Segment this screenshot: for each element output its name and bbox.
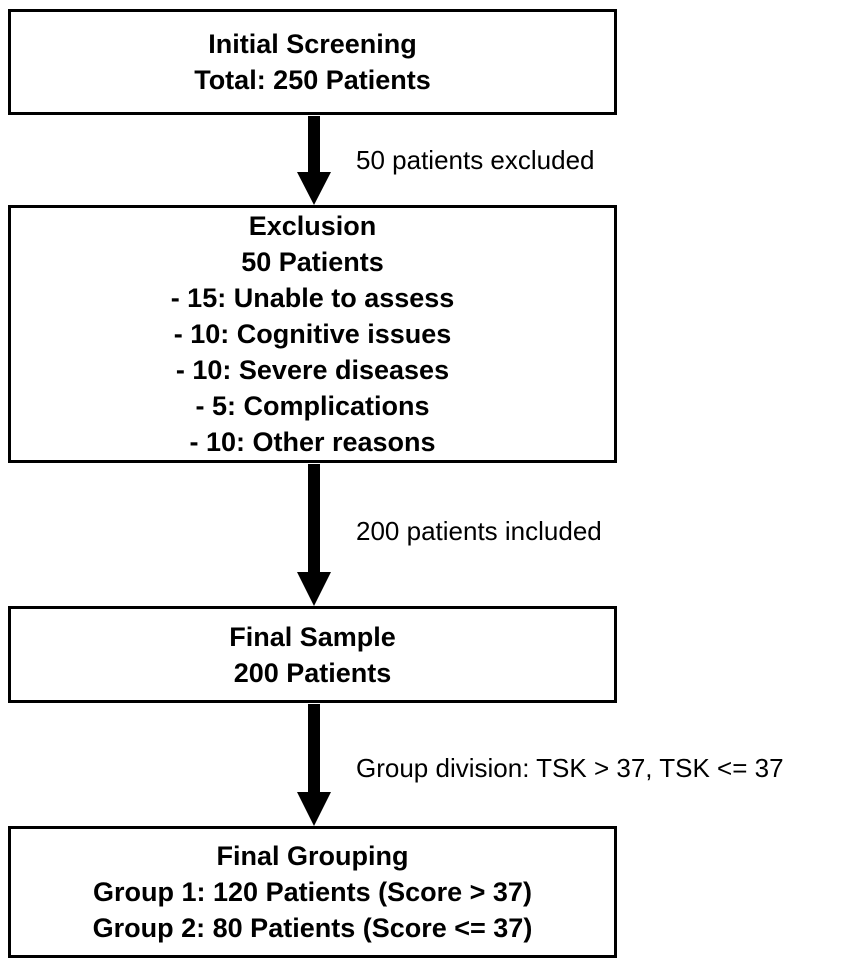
edge-label-included: 200 patients included — [356, 516, 602, 546]
final-grouping-group-1: Group 1: 120 Patients (Score > 37) — [93, 877, 532, 907]
arrow-exclusion-to-sample — [297, 464, 331, 606]
final-grouping-group-2: Group 2: 80 Patients (Score <= 37) — [92, 913, 533, 943]
exclusion-reason-other: - 10: Other reasons — [189, 427, 436, 457]
edge-label-excluded: 50 patients excluded — [356, 145, 595, 175]
initial-screening-total: Total: 250 Patients — [194, 65, 431, 95]
arrow-sample-to-grouping — [297, 704, 331, 826]
final-sample-box: Final Sample 200 Patients — [8, 606, 617, 703]
exclusion-box: Exclusion 50 Patients - 15: Unable to as… — [8, 205, 617, 463]
final-sample-title: Final Sample — [229, 621, 396, 652]
initial-screening-box: Initial Screening Total: 250 Patients — [8, 9, 617, 115]
exclusion-reason-cognitive-issues: - 10: Cognitive issues — [173, 319, 452, 349]
final-sample-total: 200 Patients — [233, 657, 392, 688]
exclusion-total: 50 Patients — [241, 247, 384, 277]
final-grouping-title: Final Grouping — [216, 841, 409, 871]
exclusion-title: Exclusion — [248, 211, 377, 241]
edge-label-group-division: Group division: TSK > 37, TSK <= 37 — [356, 753, 784, 783]
exclusion-reason-severe-diseases: - 10: Severe diseases — [175, 355, 450, 385]
final-grouping-box: Final Grouping Group 1: 120 Patients (Sc… — [8, 826, 617, 958]
arrow-screening-to-exclusion — [297, 116, 331, 205]
initial-screening-title: Initial Screening — [208, 29, 417, 59]
exclusion-reason-complications: - 5: Complications — [195, 391, 430, 421]
exclusion-reason-unable-to-assess: - 15: Unable to assess — [170, 283, 455, 313]
